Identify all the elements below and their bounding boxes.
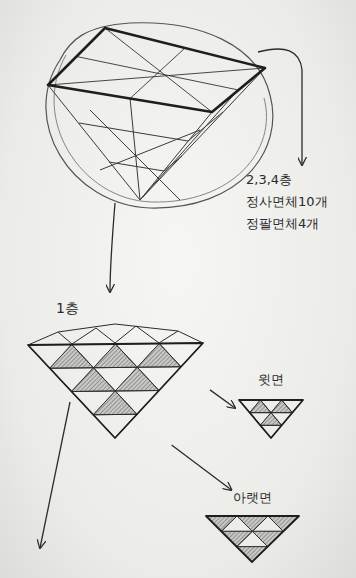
sketch-arrow (40, 402, 70, 548)
grid-cell (221, 531, 252, 546)
top-face (48, 28, 265, 112)
grid-cell (94, 344, 138, 368)
pyramid-edge (130, 98, 140, 200)
grid-cell (137, 344, 181, 368)
layer-line (109, 156, 182, 171)
pyramid-edge (90, 110, 180, 200)
triangle-outline (239, 400, 303, 438)
face-triangle: 윗면 (235, 372, 307, 444)
grid-cell (237, 516, 268, 531)
layer-triangle: 1층 (18, 300, 210, 445)
sketch-arrow (258, 49, 302, 165)
grid-cell (268, 516, 299, 531)
layer-triangle-outline (18, 300, 210, 445)
grid-cell (115, 391, 159, 415)
grid-cell (159, 343, 203, 367)
pyramid-edge (140, 112, 212, 200)
grid-line (48, 68, 265, 85)
grid-cell (93, 391, 137, 415)
grid-cell (260, 413, 281, 426)
grid-line (130, 48, 185, 99)
upper-faces (28, 326, 203, 345)
grid-cell (93, 414, 137, 438)
connector-arrow (172, 445, 232, 490)
grid-cell (271, 400, 292, 413)
grid-cell (250, 400, 271, 413)
connector-arrow (210, 390, 235, 408)
grid-cell (50, 345, 94, 369)
layer-heading: 윗면 (235, 372, 307, 388)
upper-faces (58, 324, 178, 332)
layer-heading: 1층 (18, 300, 210, 317)
grid-cell (260, 425, 281, 438)
triangle-outline (28, 343, 203, 438)
note-text: 2,3,4층 (246, 172, 292, 188)
top-face-grid (48, 28, 265, 112)
grid-cell (206, 516, 237, 531)
grid-cell (271, 413, 292, 426)
note-text: 정팔면체4개 (246, 216, 319, 232)
note-text: 정사면체10개 (246, 194, 328, 210)
enclosing-loop (46, 23, 273, 208)
grid-cell (252, 531, 283, 546)
grid-cell (72, 368, 116, 392)
grid-cell (115, 367, 159, 391)
grid-cell (237, 547, 268, 562)
pyramid-layers (48, 68, 265, 200)
grid-cell (137, 367, 181, 391)
sketch-arrow (110, 203, 115, 292)
pyramid-edge (140, 90, 238, 200)
layer-heading: 아랫면 (200, 490, 305, 506)
triangle-outline (206, 516, 299, 562)
face-triangle: 아랫면 (200, 490, 305, 566)
enclosing-loop (54, 55, 266, 202)
grid-cell (282, 400, 303, 413)
layer-line (79, 112, 223, 141)
pyramid-edge (48, 85, 140, 200)
pyramid-edge (100, 130, 200, 170)
